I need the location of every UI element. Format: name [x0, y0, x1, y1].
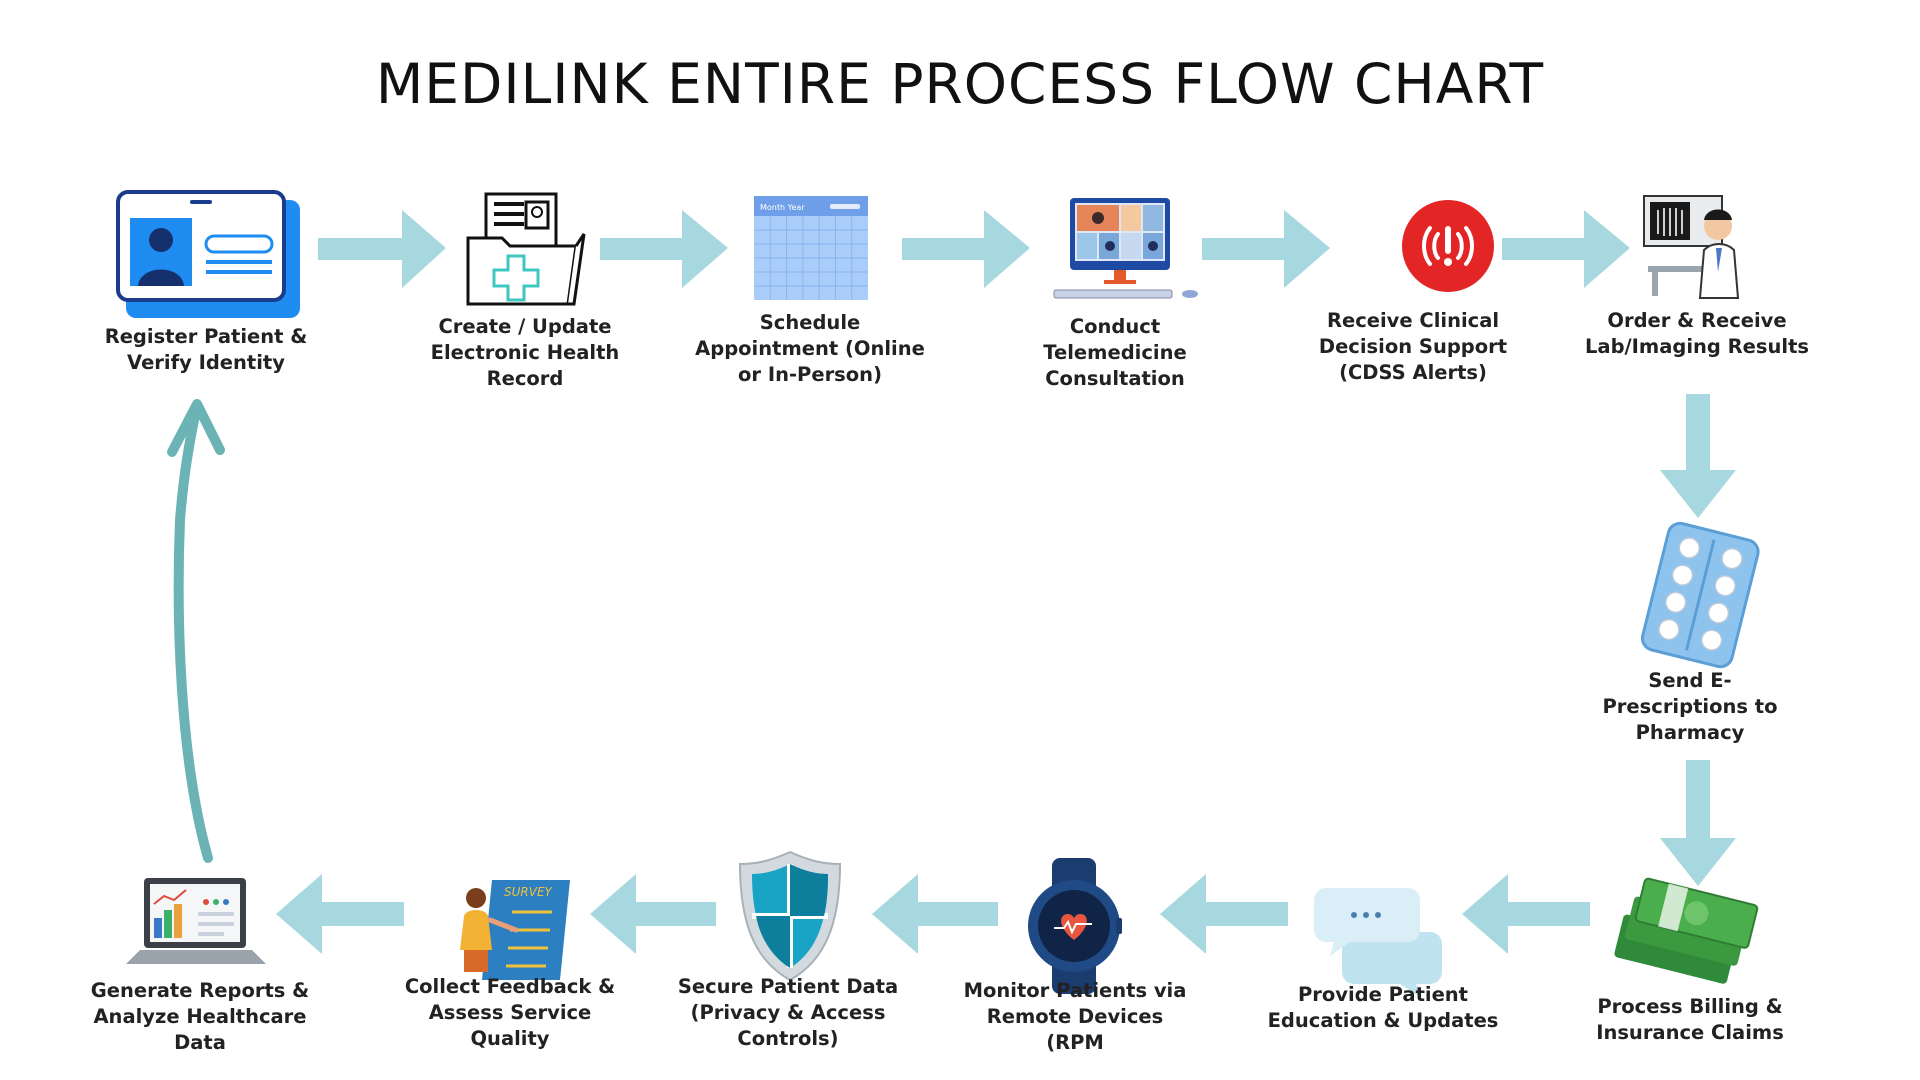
calendar-icon: Month Year [754, 196, 868, 300]
arrow-right-1 [318, 210, 446, 288]
arrow-right-3 [902, 210, 1030, 288]
step-label-cdss: Receive Clinical Decision Support (CDSS … [1318, 309, 1508, 384]
doctor-xray-icon [1643, 195, 1740, 299]
calendar-header: Month Year [760, 203, 805, 212]
arrow-left-2 [1160, 874, 1288, 954]
arrow-down-2 [1660, 760, 1736, 886]
id-card-icon [116, 190, 300, 318]
step-label-register: Register Patient & Verify Identity [104, 325, 308, 374]
step-label-rpm: Monitor Patients via Remote Devices (RPM [963, 979, 1187, 1054]
medical-folder-icon [466, 192, 586, 306]
step-label-security: Secure Patient Data (Privacy & Access Co… [677, 975, 899, 1050]
step-label-schedule: Schedule Appointment (Online or In-Perso… [695, 311, 925, 386]
laptop-chart-icon [126, 878, 266, 964]
arrow-right-5 [1502, 210, 1630, 288]
survey-header: SURVEY [504, 885, 554, 899]
video-call-computer-icon [1053, 198, 1198, 299]
step-label-feedback: Collect Feedback & Assess Service Qualit… [404, 975, 616, 1050]
pill-blister-icon [1640, 521, 1760, 669]
shield-icon [738, 850, 842, 982]
step-label-ehr: Create / Update Electronic Health Record [430, 315, 620, 390]
step-label-education: Provide Patient Education & Updates [1267, 983, 1499, 1032]
loop-arrow-up [167, 399, 225, 863]
arrow-right-4 [1202, 210, 1330, 288]
arrow-down-1 [1660, 394, 1736, 518]
arrow-left-3 [872, 874, 998, 954]
arrow-right-2 [600, 210, 728, 288]
step-label-billing: Process Billing & Insurance Claims [1596, 995, 1784, 1044]
page-title: MEDILINK ENTIRE PROCESS FLOW CHART [375, 52, 1545, 116]
step-label-eprescription: Send E-Prescriptions to Pharmacy [1602, 669, 1778, 744]
arrow-left-5 [276, 874, 404, 954]
money-stack-icon [1614, 877, 1759, 984]
arrow-left-4 [590, 874, 716, 954]
survey-icon: SURVEY [460, 880, 570, 980]
alert-icon [1402, 200, 1494, 292]
chat-bubbles-icon [1314, 888, 1442, 998]
smartwatch-icon [1028, 858, 1122, 994]
step-label-lab: Order & Receive Lab/Imaging Results [1584, 309, 1809, 358]
arrow-left-1 [1462, 874, 1590, 954]
step-label-reports: Generate Reports & Analyze Healthcare Da… [90, 979, 310, 1054]
step-label-telemedicine: Conduct Telemedicine Consultation [1043, 315, 1187, 390]
